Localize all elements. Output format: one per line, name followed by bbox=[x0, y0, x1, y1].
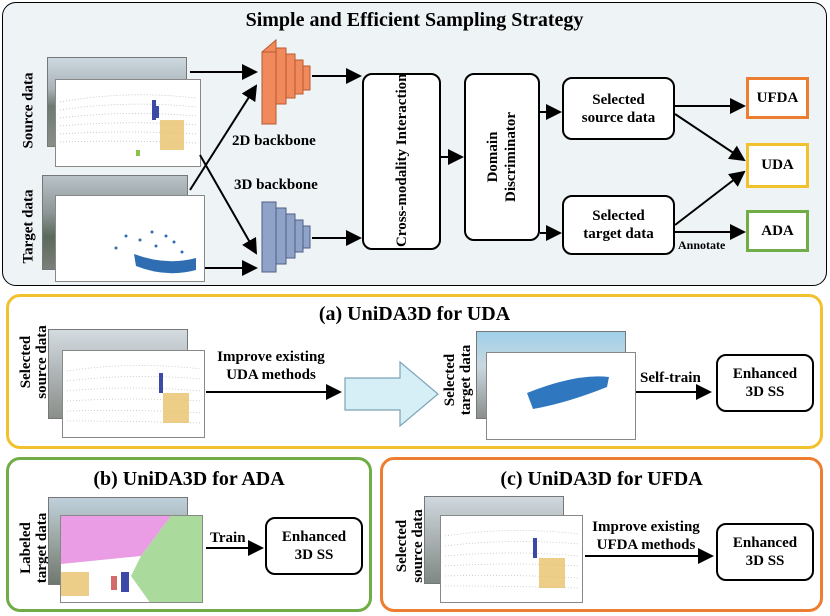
target-pointcloud-image bbox=[55, 195, 205, 282]
domain-discriminator-box: Domain Discriminator bbox=[464, 73, 540, 241]
train-label: Train bbox=[210, 530, 246, 546]
a-source-pointcloud bbox=[62, 350, 205, 438]
b-enhanced-box: Enhanced 3D SS bbox=[265, 517, 363, 575]
b-labeled-pointcloud-sketch bbox=[61, 516, 202, 602]
ada-panel: (b) UniDA3D for ADA bbox=[6, 457, 372, 612]
uda-panel-title: (a) UniDA3D for UDA bbox=[318, 303, 511, 325]
c-enhanced-box: Enhanced 3D SS bbox=[716, 523, 814, 581]
a-target-pointcloud-sketch bbox=[527, 376, 609, 409]
ufda-panel: (c) UniDA3D for UFDA bbox=[380, 457, 823, 612]
c-enhanced-label: Enhanced 3D SS bbox=[732, 535, 798, 569]
a-enhanced-box: Enhanced 3D SS bbox=[716, 354, 814, 412]
uda-output-box: UDA bbox=[746, 143, 809, 188]
ufda-output-box: UFDA bbox=[746, 77, 809, 119]
c-source-pointcloud bbox=[440, 515, 583, 603]
self-train-label: Self-train bbox=[640, 370, 701, 386]
sampling-strategy-title: Simple and Efficient Sampling Strategy bbox=[245, 9, 584, 31]
uda-panel: (a) UniDA3D for UDA bbox=[6, 294, 823, 449]
annotate-label: Annotate bbox=[678, 238, 726, 252]
a-target-pointcloud bbox=[486, 352, 636, 440]
backbone-3d-icon bbox=[261, 201, 311, 273]
c-source-pointcloud-sketch bbox=[444, 530, 580, 589]
b-enhanced-label: Enhanced 3D SS bbox=[281, 529, 347, 563]
backbone-2d-icon bbox=[261, 38, 311, 125]
a-enhanced-label: Enhanced 3D SS bbox=[732, 366, 798, 400]
selected-source-label: Selected source data bbox=[581, 91, 656, 126]
source-pointcloud-sketch bbox=[59, 94, 197, 156]
b-labeled-pointcloud bbox=[60, 515, 203, 603]
c-improve-label: Improve existing UFDA methods bbox=[592, 519, 700, 553]
target-pointcloud-sketch bbox=[114, 230, 196, 274]
backbone-3d-label: 3D backbone bbox=[234, 177, 318, 193]
ufda-panel-title: (c) UniDA3D for UFDA bbox=[500, 468, 703, 490]
backbone-2d-label: 2D backbone bbox=[232, 133, 316, 149]
source-pointcloud-image bbox=[55, 79, 201, 167]
a-improve-label: Improve existing UDA methods bbox=[217, 349, 325, 383]
selected-source-box: Selected source data bbox=[562, 77, 675, 140]
big-arrow-icon bbox=[344, 360, 439, 428]
selected-target-label: Selected target data bbox=[583, 208, 654, 242]
a-source-pointcloud-sketch bbox=[66, 365, 202, 424]
cross-modality-box: Cross-modality Interaction bbox=[362, 73, 441, 250]
ada-output-box: ADA bbox=[746, 210, 809, 252]
selected-target-box: Selected target data bbox=[562, 195, 675, 255]
ada-panel-title: (b) UniDA3D for ADA bbox=[93, 468, 285, 490]
